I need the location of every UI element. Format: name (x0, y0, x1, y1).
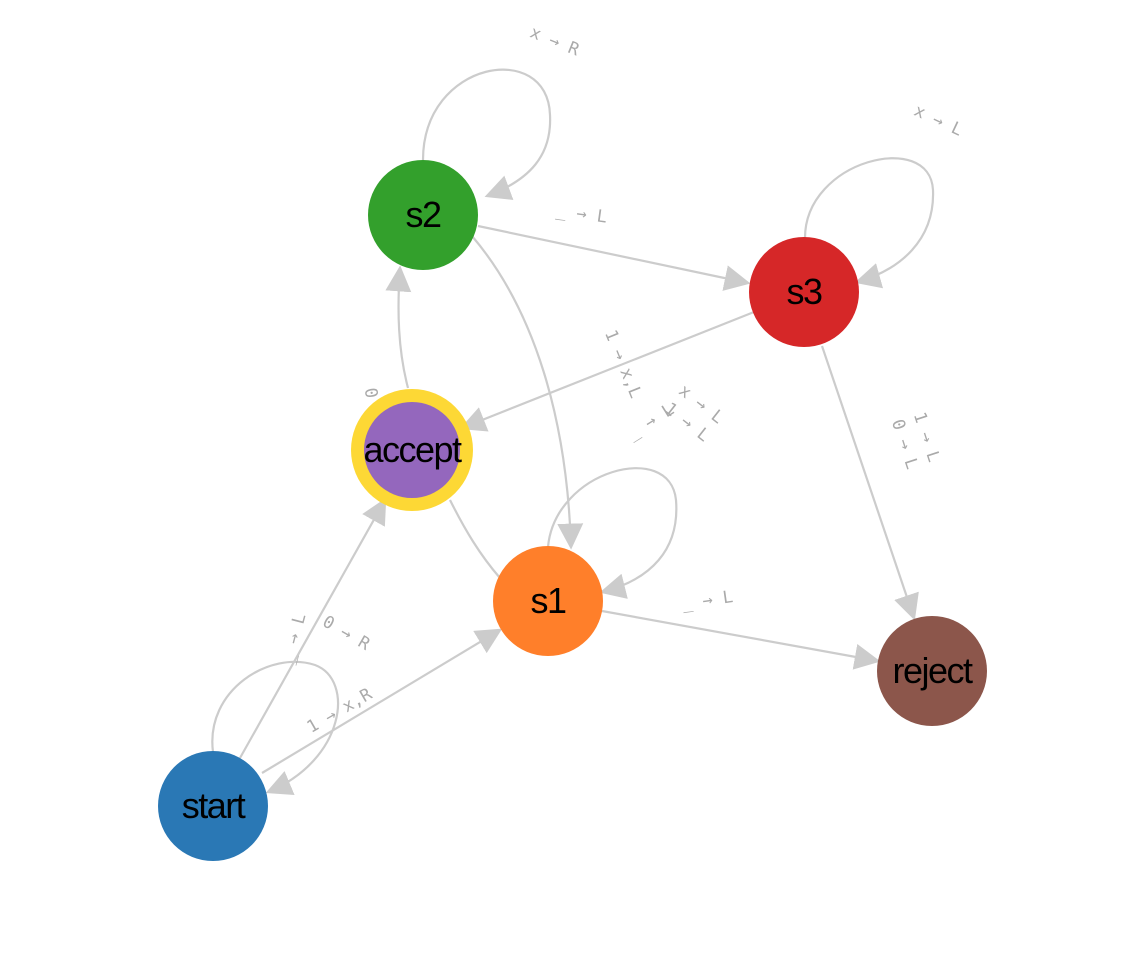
node-start-circle (158, 751, 268, 861)
edge-label: 1 → x,L (600, 327, 645, 401)
edge-s3-reject (820, 345, 919, 621)
node-start[interactable]: start (158, 751, 268, 861)
edge-label: _ → L (681, 587, 734, 614)
node-s2[interactable]: s2 (368, 160, 478, 270)
node-s2-label: s2 (405, 194, 441, 235)
node-s3-circle (749, 237, 859, 347)
node-accept-label: accept (363, 429, 462, 470)
nodes: s2 s3 accept s1 reject start (158, 160, 987, 861)
edge-label: x → L (911, 101, 966, 141)
node-s3[interactable]: s3 (749, 237, 859, 347)
edge-labels: x → R _ → L 1 → x,L x → L _ → L 1 → L0 →… (278, 23, 966, 738)
edge-label: 1 → L0 → L (887, 410, 944, 472)
node-accept[interactable]: accept (351, 389, 473, 511)
edge-s3-self (803, 157, 935, 289)
edge-start-s1 (261, 628, 503, 774)
node-reject-label: reject (892, 650, 973, 691)
edge-label: _ → L (278, 611, 311, 666)
node-s3-label: s3 (786, 271, 822, 312)
edge-label: x → R (527, 23, 583, 61)
edge-label: x → L1 → L (660, 381, 727, 446)
edge-s2-self (421, 68, 552, 201)
edge-label: 0 → R (319, 612, 374, 655)
edge-start-self (211, 660, 340, 796)
edge-s1-self (546, 467, 678, 599)
node-reject-circle (877, 616, 987, 726)
edge-s3-accept (459, 310, 755, 432)
node-accept-circle (364, 402, 460, 498)
edge-label: 0 (360, 386, 381, 400)
edge-s2-s1 (471, 235, 584, 550)
node-s1[interactable]: s1 (493, 546, 603, 656)
node-s2-circle (368, 160, 478, 270)
node-reject[interactable]: reject (877, 616, 987, 726)
node-s1-label: s1 (530, 580, 566, 621)
edge-accept-s2 (385, 265, 412, 389)
node-start-label: start (182, 785, 246, 826)
edges (211, 68, 935, 796)
edge-label: _ → L (555, 201, 608, 228)
edge-s2-s3 (477, 224, 751, 291)
node-s1-circle (493, 546, 603, 656)
edge-s1-reject (601, 609, 881, 670)
edge-start-accept (239, 497, 387, 759)
edge-accept-s1 (449, 499, 501, 579)
